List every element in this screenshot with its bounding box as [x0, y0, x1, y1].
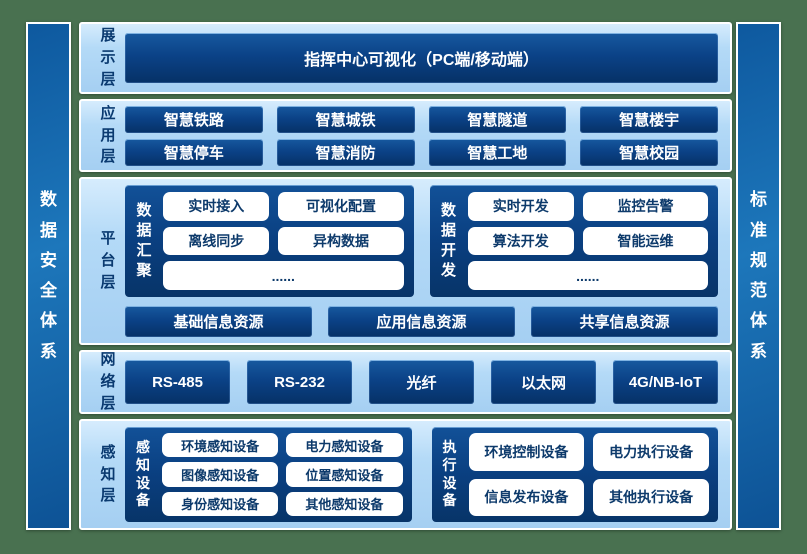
- panel-platform-layer: 平 台 层 数 据 汇 聚 实时接入 可视化配置 离线同步 异构数据 .....…: [79, 177, 732, 345]
- perception-item-box: 电力执行设备: [593, 433, 709, 471]
- sensing-devices-grid: 环境感知设备 电力感知设备 图像感知设备 位置感知设备 身份感知设备 其他感知设…: [162, 433, 403, 516]
- resource-box: 基础信息资源: [125, 306, 312, 337]
- network-box: RS-232: [247, 360, 352, 404]
- application-layer-label: 应 用 层: [100, 104, 116, 166]
- platform-item-box: 智能运维: [582, 226, 708, 256]
- network-layer-content: RS-485 RS-232 光纤 以太网 4G/NB-IoT: [125, 360, 718, 404]
- app-box: 智慧隧道: [428, 105, 567, 133]
- platform-item-box: 实时开发: [467, 192, 574, 221]
- execution-devices-label: 执 行 设 备: [442, 438, 457, 509]
- app-box: 智慧铁路: [125, 105, 263, 133]
- perception-item-box: 其他感知设备: [286, 491, 403, 516]
- platform-layer-content: 数 据 汇 聚 实时接入 可视化配置 离线同步 异构数据 ...... 数 据 …: [125, 185, 718, 337]
- left-sidebar-data-security: 数 据 安 全 体 系: [26, 22, 71, 530]
- perception-item-box: 其他执行设备: [593, 478, 709, 516]
- panel-display-layer: 展 示 层 指挥中心可视化（PC端/移动端）: [79, 22, 732, 94]
- platform-item-box: 监控告警: [582, 192, 708, 221]
- execution-devices-grid: 环境控制设备 电力执行设备 信息发布设备 其他执行设备: [468, 433, 709, 516]
- sensing-devices-group: 感 知 设 备 环境感知设备 电力感知设备 图像感知设备 位置感知设备 身份感知…: [125, 427, 412, 522]
- perception-item-box: 位置感知设备: [286, 462, 403, 487]
- left-sidebar-label: 数 据 安 全 体 系: [40, 190, 57, 361]
- right-sidebar-label: 标 准 规 范 体 系: [750, 190, 767, 361]
- data-development-group: 数 据 开 发 实时开发 监控告警 算法开发 智能运维 ......: [429, 185, 718, 297]
- sensing-devices-label: 感 知 设 备: [136, 438, 150, 509]
- application-layer-content: 智慧铁路 智慧城铁 智慧隧道 智慧楼宇 智慧停车 智慧消防 智慧工地 智慧校园: [125, 105, 718, 166]
- command-center-box: 指挥中心可视化（PC端/移动端）: [125, 33, 718, 83]
- right-sidebar-standards: 标 准 规 范 体 系: [736, 22, 781, 530]
- platform-item-box: 异构数据: [278, 226, 404, 256]
- perception-item-box: 图像感知设备: [162, 462, 279, 487]
- app-box: 智慧停车: [125, 138, 263, 166]
- display-layer-content: 指挥中心可视化（PC端/移动端）: [125, 33, 718, 83]
- platform-item-box: 离线同步: [163, 226, 270, 256]
- platform-item-box: 可视化配置: [278, 192, 404, 221]
- platform-item-box: 实时接入: [163, 192, 270, 221]
- application-box-grid: 智慧铁路 智慧城铁 智慧隧道 智慧楼宇 智慧停车 智慧消防 智慧工地 智慧校园: [125, 105, 718, 166]
- panel-perception-layer: 感 知 层 感 知 设 备 环境感知设备 电力感知设备 图像感知设备 位置感知设…: [79, 419, 732, 530]
- app-box: 智慧消防: [276, 138, 415, 166]
- data-development-label: 数 据 开 发: [440, 202, 456, 279]
- information-resources-row: 基础信息资源 应用信息资源 共享信息资源: [125, 306, 718, 337]
- perception-item-box: 身份感知设备: [162, 491, 279, 516]
- network-box: 光纤: [369, 360, 474, 404]
- network-box: 以太网: [491, 360, 596, 404]
- perception-layer-content: 感 知 设 备 环境感知设备 电力感知设备 图像感知设备 位置感知设备 身份感知…: [125, 427, 718, 522]
- resource-box: 应用信息资源: [328, 306, 515, 337]
- data-aggregation-label: 数 据 汇 聚: [136, 202, 152, 279]
- more-box: ......: [467, 261, 708, 290]
- data-aggregation-group: 数 据 汇 聚 实时接入 可视化配置 离线同步 异构数据 ......: [125, 185, 414, 297]
- app-box: 智慧校园: [580, 138, 718, 166]
- app-box: 智慧工地: [428, 138, 567, 166]
- platform-item-box: 算法开发: [467, 226, 574, 256]
- perception-item-box: 环境控制设备: [468, 433, 585, 471]
- network-box: 4G/NB-IoT: [613, 360, 718, 404]
- perception-layer-label: 感 知 层: [100, 443, 116, 505]
- layer-stack: 展 示 层 指挥中心可视化（PC端/移动端） 应 用 层 智慧铁路 智慧城铁 智…: [79, 22, 732, 530]
- platform-layer-label: 平 台 层: [100, 230, 116, 291]
- data-aggregation-grid: 实时接入 可视化配置 离线同步 异构数据 ......: [163, 192, 404, 290]
- panel-network-layer: 网 络 层 RS-485 RS-232 光纤 以太网 4G/NB-IoT: [79, 350, 732, 414]
- perception-item-box: 电力感知设备: [286, 433, 403, 458]
- resource-box: 共享信息资源: [531, 306, 718, 337]
- network-layer-label: 网 络 层: [100, 351, 116, 412]
- app-box: 智慧城铁: [276, 105, 415, 133]
- more-box: ......: [163, 261, 404, 290]
- perception-item-box: 信息发布设备: [468, 478, 585, 516]
- network-box: RS-485: [125, 360, 230, 404]
- panel-application-layer: 应 用 层 智慧铁路 智慧城铁 智慧隧道 智慧楼宇 智慧停车 智慧消防 智慧工地…: [79, 99, 732, 172]
- app-box: 智慧楼宇: [580, 105, 718, 133]
- network-box-row: RS-485 RS-232 光纤 以太网 4G/NB-IoT: [125, 360, 718, 404]
- display-layer-label: 展 示 层: [100, 27, 116, 88]
- perception-item-box: 环境感知设备: [162, 433, 279, 458]
- data-development-grid: 实时开发 监控告警 算法开发 智能运维 ......: [467, 192, 708, 290]
- execution-devices-group: 执 行 设 备 环境控制设备 电力执行设备 信息发布设备 其他执行设备: [431, 427, 718, 522]
- platform-groups: 数 据 汇 聚 实时接入 可视化配置 离线同步 异构数据 ...... 数 据 …: [125, 185, 718, 297]
